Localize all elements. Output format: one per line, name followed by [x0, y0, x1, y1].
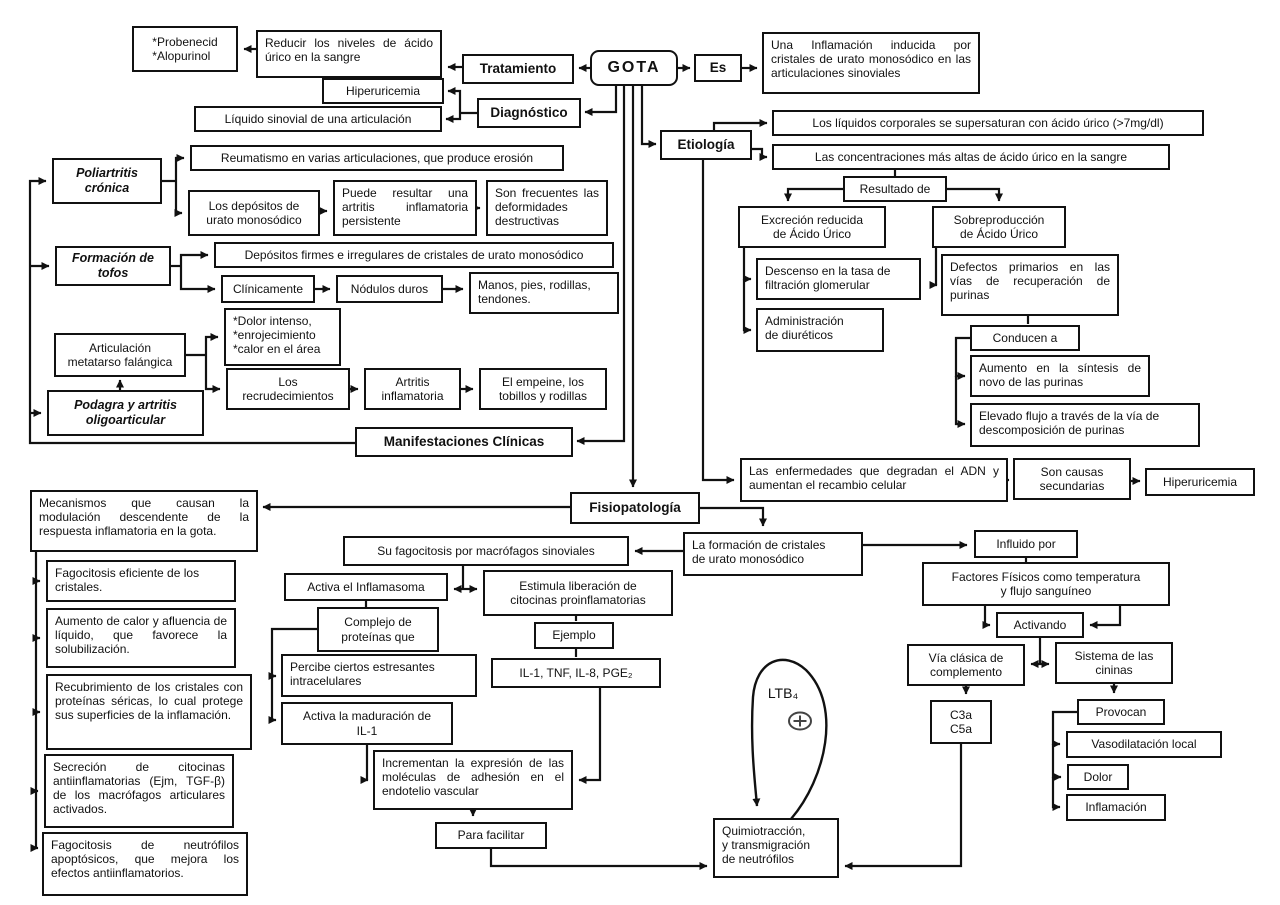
node-defectos: Defectos primarios en las vías de recupe… [941, 254, 1119, 316]
node-administracion: Administración de diuréticos [756, 308, 884, 352]
node-mecanismos: Mecanismos que causan la modulación desc… [30, 490, 258, 552]
node-descenso: Descenso en la tasa de filtración glomer… [756, 258, 921, 300]
node-estimula: Estimula liberación de citocinas proinfl… [483, 570, 673, 616]
node-influido-por: Influido por [974, 530, 1078, 558]
node-secrecion: Secreción de citocinas antiinflamatorias… [44, 754, 234, 828]
node-son-frecuentes: Son frecuentes las deformidades destruct… [486, 180, 608, 236]
node-puede-resultar: Puede resultar una artritis inflamatoria… [333, 180, 477, 236]
node-recubrimiento: Recubrimiento de los cristales con prote… [46, 674, 252, 750]
node-hiperuricemia-1: Hiperuricemia [322, 78, 444, 104]
node-resultado-de: Resultado de [843, 176, 947, 202]
node-probenecid-label: *Probenecid *Alopurinol [152, 34, 218, 63]
node-quimiotraccion: Quimiotracción, y transmigración de neut… [713, 818, 839, 878]
node-activando: Activando [996, 612, 1084, 638]
ltb4-loop [750, 658, 828, 820]
node-diagnostico: Diagnóstico [477, 98, 581, 128]
node-provocan: Provocan [1077, 699, 1165, 725]
node-incrementan: Incrementan la expresión de las molécula… [373, 750, 573, 810]
node-probenecid: *Probenecid *Alopurinol [132, 26, 238, 72]
node-vasodilatacion: Vasodilatación local [1066, 731, 1222, 758]
node-aumento-sintesis: Aumento en la síntesis de novo de las pu… [970, 355, 1150, 397]
node-activa-inflamasoma: Activa el Inflamasoma [284, 573, 448, 601]
node-articulacion: Articulación metatarso falángica [54, 333, 186, 377]
node-podagra: Podagra y artritis oligoarticular [47, 390, 204, 436]
node-excrecion: Excreción reducida de Ácido Úrico [738, 206, 886, 248]
node-causas-secundarias: Son causas secundarias [1013, 458, 1131, 500]
node-reumatismo: Reumatismo en varias articulaciones, que… [190, 145, 564, 171]
node-inflamacion: Inflamación [1066, 794, 1166, 821]
node-hiperuricemia-2: Hiperuricemia [1145, 468, 1255, 496]
node-conducen: Conducen a [970, 325, 1080, 351]
node-sistema-cininas: Sistema de las cininas [1055, 642, 1173, 684]
node-ejemplo: Ejemplo [534, 622, 614, 649]
node-dolor: Dolor [1067, 764, 1129, 790]
node-elevado-flujo: Elevado flujo a través de la vía de desc… [970, 403, 1200, 447]
node-nodulos: Nódulos duros [336, 275, 443, 303]
node-il1-tnf: IL-1, TNF, IL-8, PGE₂ [491, 658, 661, 688]
node-clinicamente: Clínicamente [221, 275, 315, 303]
node-una-inflamacion: Una Inflamación inducida por cristales d… [762, 32, 980, 94]
node-aumento-calor: Aumento de calor y afluencia de líquido,… [46, 608, 236, 668]
node-liquidos-corporales: Los líquidos corporales se supersaturan … [772, 110, 1204, 136]
node-artritis-inflamatoria: Artritis inflamatoria [364, 368, 461, 410]
node-gota: GOTA [590, 50, 678, 86]
node-liquido-sinovial: Líquido sinovial de una articulación [194, 106, 442, 132]
node-dolor-intenso: *Dolor intenso, *enrojecimiento *calor e… [224, 308, 341, 366]
ltb4-label: LTB₄ [768, 685, 799, 701]
node-factores-fisicos: Factores Físicos como temperatura y fluj… [922, 562, 1170, 606]
node-su-fagocitosis: Su fagocitosis por macrófagos sinoviales [343, 536, 629, 566]
node-c3a-c5a: C3a C5a [930, 700, 992, 744]
node-complejo: Complejo de proteínas que [317, 607, 439, 652]
node-concentraciones: Las concentraciones más altas de ácido ú… [772, 144, 1170, 170]
node-es: Es [694, 54, 742, 82]
node-empeine: El empeine, los tobillos y rodillas [479, 368, 607, 410]
node-enfermedades-adn: Las enfermedades que degradan el ADN y a… [740, 458, 1008, 502]
node-manos-pies: Manos, pies, rodillas, tendones. [469, 272, 619, 314]
node-etiologia: Etiología [660, 130, 752, 160]
node-manifestaciones: Manifestaciones Clínicas [355, 427, 573, 457]
plus-circle-icon [788, 711, 812, 731]
node-fagocitosis-neutrofilos: Fagocitosis de neutrófilos apoptósicos, … [42, 832, 248, 896]
node-activa-maduracion: Activa la maduración de IL-1 [281, 702, 453, 745]
node-depositos-firmes: Depósitos firmes e irregulares de crista… [214, 242, 614, 268]
node-via-clasica: Vía clásica de complemento [907, 644, 1025, 686]
node-fagocitosis-eficiente: Fagocitosis eficiente de los cristales. [46, 560, 236, 602]
node-recrudecimientos: Los recrudecimientos [226, 368, 350, 410]
node-percibe: Percibe ciertos estresantes intracelular… [281, 654, 477, 697]
node-reducir: Reducir los niveles de ácido úrico en la… [256, 30, 442, 78]
node-sobreproduccion: Sobreproducción de Ácido Úrico [932, 206, 1066, 248]
node-depositos-urato: Los depósitos de urato monosódico [188, 190, 320, 236]
node-fisiopatologia: Fisiopatología [570, 492, 700, 524]
node-poliartritis: Poliartritis crónica [52, 158, 162, 204]
node-formacion-tofos: Formación de tofos [55, 246, 171, 286]
node-tratamiento: Tratamiento [462, 54, 574, 84]
node-para-facilitar: Para facilitar [435, 822, 547, 849]
node-formacion-cristales: La formación de cristales de urato monos… [683, 532, 863, 576]
